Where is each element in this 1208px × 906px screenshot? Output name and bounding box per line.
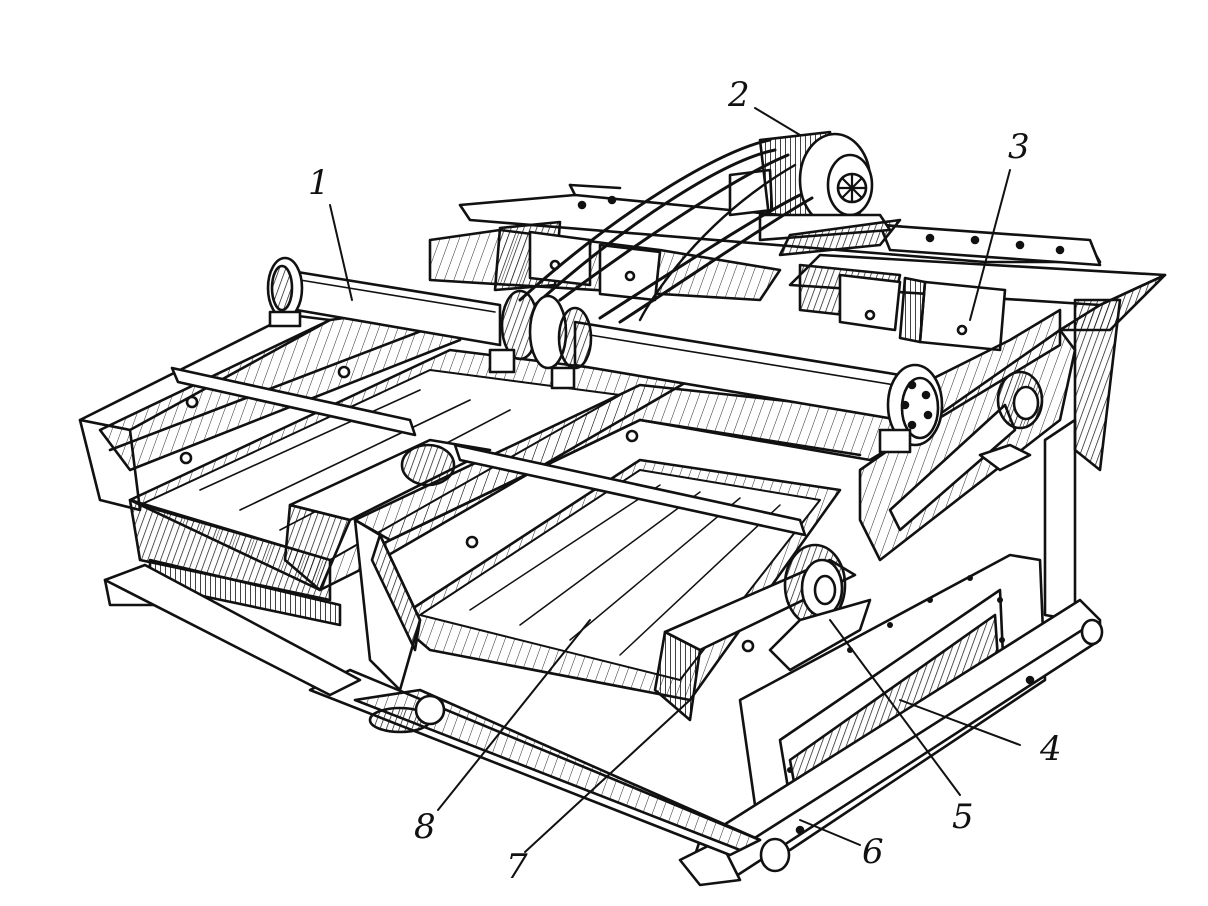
callout-2: 2 [728,75,750,115]
callout-1: 1 [308,163,330,203]
callout-6: 6 [862,832,884,872]
callout-7: 7 [506,847,528,887]
callout-4: 4 [1040,729,1062,769]
right-screen-box [353,308,1077,722]
electric-motor [728,130,902,257]
callout-8: 8 [414,807,436,847]
bearing-housing-5 [768,370,1044,672]
vibrator-shaft [266,256,944,454]
rear-deck [428,220,1007,352]
leader-lines [329,107,1021,853]
left-screen-box [78,298,692,627]
callout-3: 3 [1008,127,1030,167]
callout-5: 5 [952,797,974,837]
spring-block-3 [918,280,1007,352]
drive-belts [518,138,814,324]
base-skid-6 [103,563,1104,887]
